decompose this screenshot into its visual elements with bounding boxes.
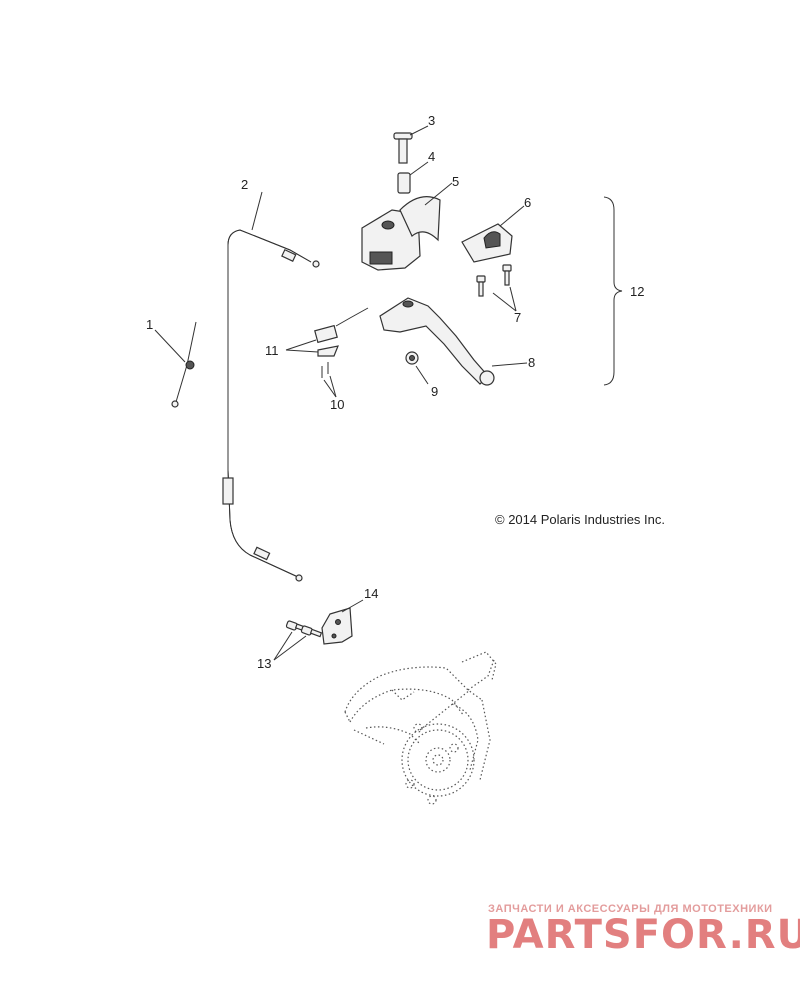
callout-11: 11 (265, 343, 279, 358)
callout-7: 7 (514, 310, 521, 325)
part-3-bolt: 3 (393, 113, 435, 164)
part-8-lever: 8 (379, 297, 535, 386)
watermark: ЗАПЧАСТИ И АКСЕССУАРЫ ДЛЯ МОТОТЕХНИКИ PA… (486, 903, 800, 958)
callout-13: 13 (257, 656, 271, 671)
copyright-notice: © 2014 Polaris Industries Inc. (495, 512, 665, 527)
callout-8: 8 (528, 355, 535, 370)
watermark-logo: PARTSFOR.RU (486, 912, 800, 958)
reference-vehicle-sketch (344, 651, 497, 805)
part-9-nut: 9 (405, 351, 438, 399)
callout-6: 6 (524, 195, 531, 210)
part-2-cable: 2 (222, 177, 320, 582)
watermark-tagline: ЗАПЧАСТИ И АКСЕССУАРЫ ДЛЯ МОТОТЕХНИКИ (488, 903, 773, 915)
part-11-switch: 11 (265, 307, 369, 358)
part-1-wire-tie: 1 (146, 317, 197, 408)
callout-12: 12 (630, 284, 644, 299)
callout-1: 1 (146, 317, 153, 332)
callout-2: 2 (241, 177, 248, 192)
part-10-small-screws: 10 (321, 362, 344, 412)
part-12-assembly-brace: 12 (603, 196, 644, 386)
part-14-bracket: 14 (321, 586, 378, 645)
callout-14: 14 (364, 586, 378, 601)
callout-4: 4 (428, 149, 435, 164)
part-4-bushing: 4 (397, 149, 435, 194)
callout-5: 5 (452, 174, 459, 189)
part-13-bolts: 13 (257, 620, 323, 671)
callout-3: 3 (428, 113, 435, 128)
part-5-perch-housing: 5 (361, 174, 459, 271)
callout-10: 10 (330, 397, 344, 412)
part-6-clamp: 6 (461, 195, 531, 263)
part-7-screws: 7 (476, 264, 521, 325)
callout-9: 9 (431, 384, 438, 399)
